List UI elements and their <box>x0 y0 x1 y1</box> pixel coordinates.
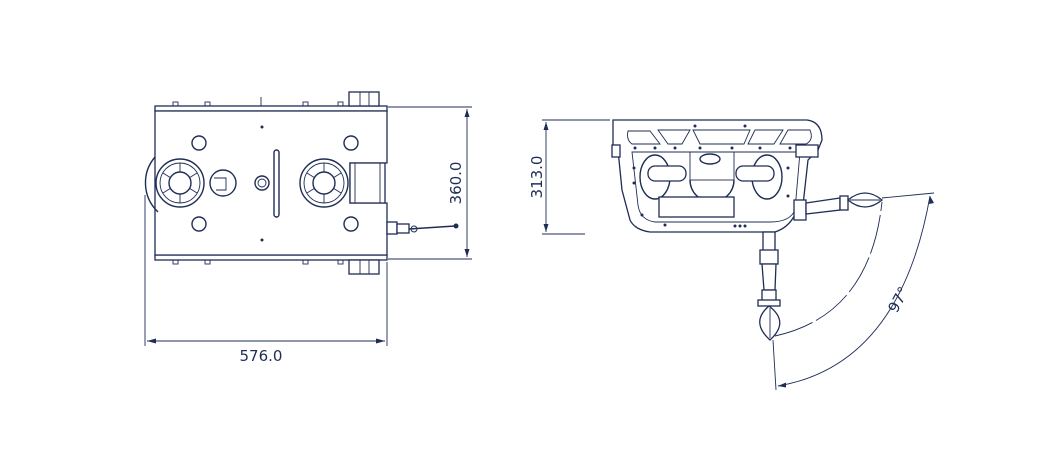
side-thrusters <box>639 151 783 203</box>
side-view: 313.0 97° <box>528 119 935 391</box>
side-connector-bottom <box>348 259 380 275</box>
mount-hole <box>343 216 359 232</box>
height-dimension-top-view: 360.0 <box>388 106 472 260</box>
manipulator-top <box>386 221 459 235</box>
thruster-right <box>299 158 349 208</box>
dimension-label-360: 360.0 <box>447 162 465 205</box>
mount-hole <box>343 135 359 151</box>
top-view: 360.0 576.0 <box>144 91 472 365</box>
battery-tube <box>658 196 735 218</box>
angle-dimension: 97° <box>772 192 935 391</box>
thruster-left <box>155 158 205 208</box>
manipulator-arm-horizontal <box>793 192 884 221</box>
front-bumper-arc <box>144 156 159 213</box>
width-dimension: 576.0 <box>144 195 388 365</box>
top-rail <box>154 105 388 112</box>
rear-thruster-housing <box>349 162 386 204</box>
manipulator-arm-vertical <box>757 231 781 341</box>
rail-details <box>172 97 344 265</box>
dimension-label-576: 576.0 <box>240 347 283 365</box>
camera-hub <box>209 169 237 197</box>
handle-slot <box>273 149 280 218</box>
height-dimension-side-view: 313.0 <box>528 119 610 235</box>
angle-label-97: 97° <box>884 284 912 316</box>
rear-bracket <box>795 144 819 158</box>
center-bolt <box>254 175 270 191</box>
dimension-label-313: 313.0 <box>528 156 546 199</box>
mount-hole <box>191 216 207 232</box>
front-bracket <box>611 144 621 158</box>
frame-bolts <box>632 124 792 228</box>
mount-hole <box>191 135 207 151</box>
side-connector-top <box>348 91 380 107</box>
bottom-rail <box>154 254 388 261</box>
